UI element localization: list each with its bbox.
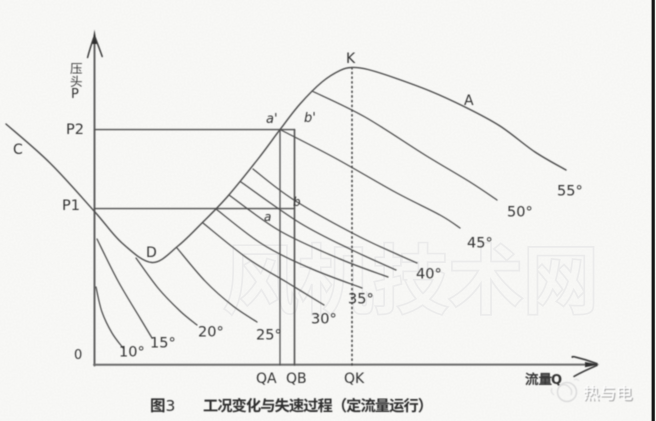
label-point-K: K	[346, 51, 356, 67]
curve-45deg	[280, 129, 461, 229]
label-x-symbol: Q	[551, 373, 562, 388]
curve-25deg	[176, 247, 258, 323]
svg-text:3: 3	[166, 397, 176, 415]
curve-10deg	[95, 286, 124, 349]
angle-label-c50: 50°	[507, 205, 533, 221]
diagram-labels: P2 P1 QA QB QK 0 C D K A a' b' a b P Q	[13, 51, 562, 388]
curve-20deg	[135, 257, 198, 326]
curve-50deg	[311, 90, 498, 201]
x-axis-arrow-barb-bottom	[573, 364, 598, 378]
caption: 3	[151, 397, 423, 415]
label-point-a: a	[264, 210, 271, 224]
label-p2: P2	[66, 122, 84, 138]
label-point-D: D	[146, 245, 157, 261]
label-y-symbol: P	[71, 87, 79, 102]
curve-15deg	[96, 238, 153, 339]
x-axis-arrow-barb-top	[571, 355, 598, 365]
angle-label-main: 55°	[557, 184, 583, 200]
label-point-A: A	[464, 93, 474, 109]
angle-label-c35: 35°	[348, 292, 374, 308]
angle-labels: 55° 50° 45° 40° 35° 30° 25° 20° 15° 10°	[119, 184, 583, 361]
page-right-border	[651, 0, 655, 421]
angle-label-c15: 15°	[150, 336, 176, 352]
y-axis-arrow-barb-left	[86, 37, 95, 59]
label-point-C: C	[13, 142, 23, 158]
curve-55deg-main	[5, 66, 567, 264]
curve-30deg	[202, 222, 325, 306]
curve-35deg	[215, 208, 363, 289]
logo-mark-icon	[550, 378, 580, 403]
angle-label-c20: 20°	[198, 325, 224, 341]
y-axis-arrow-barb-right	[94, 37, 103, 58]
label-point-b: b	[293, 195, 301, 209]
label-qa: QA	[256, 371, 277, 387]
curve-40deg	[252, 168, 418, 264]
caption-index: 3	[151, 397, 175, 415]
angle-label-c45: 45°	[467, 236, 493, 252]
label-qk: QK	[344, 371, 365, 387]
curve-unlabeled-1	[240, 181, 397, 271]
x-axis-arrow-icon	[585, 362, 600, 368]
label-point-a-prime: a'	[266, 112, 278, 127]
angle-label-c25: 25°	[256, 328, 282, 344]
label-qb: QB	[286, 371, 307, 387]
label-point-b-prime: b'	[304, 111, 316, 126]
angle-label-c40: 40°	[416, 267, 442, 283]
label-origin: 0	[74, 348, 82, 363]
angle-label-c10: 10°	[119, 345, 145, 361]
label-p1: P1	[62, 198, 80, 214]
curve-unlabeled-2	[228, 194, 389, 278]
angle-label-c30: 30°	[311, 312, 337, 328]
logo	[550, 378, 634, 403]
curve-family	[5, 66, 567, 349]
